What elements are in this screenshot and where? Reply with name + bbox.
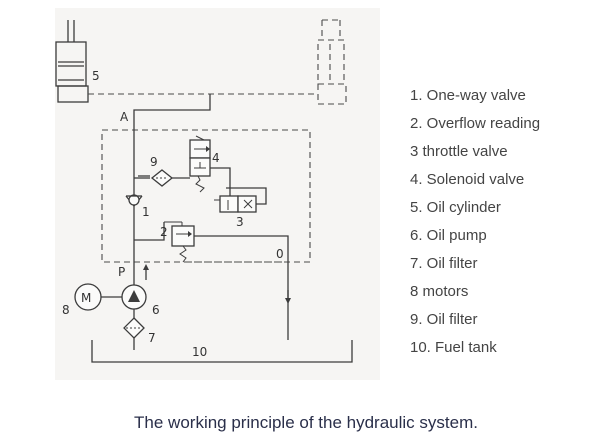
label-4: 4: [212, 151, 220, 165]
line-overflow-return: [194, 235, 289, 262]
legend-item: 5. Oil cylinder: [410, 199, 501, 216]
legend-item: 10. Fuel tank: [410, 339, 497, 356]
label-2: 2: [160, 225, 168, 239]
dashed-cylinder: [317, 19, 347, 105]
fuel-tank: [91, 340, 353, 363]
label-1: 1: [142, 205, 150, 219]
solenoid-valve: [189, 135, 211, 193]
port-a-label: A: [120, 110, 129, 124]
motor: M: [74, 283, 102, 311]
legend-item: 6. Oil pump: [410, 227, 487, 244]
legend-item: 2. Overflow reading: [410, 115, 540, 132]
legend: 1. One-way valve 2. Overflow reading 3 t…: [410, 87, 540, 356]
oil-filter-7: [123, 309, 145, 350]
overflow-valve: [134, 221, 195, 263]
oil-filter-9: [134, 169, 190, 187]
throttle-valve: [214, 195, 257, 213]
label-9: 9: [150, 155, 158, 169]
label-5: 5: [92, 69, 100, 83]
caption: The working principle of the hydraulic s…: [134, 413, 478, 432]
legend-item: 8 motors: [410, 283, 468, 300]
port-o-label: 0: [276, 247, 284, 261]
pump-flow-arrow-head: [143, 264, 149, 270]
legend-item: 1. One-way valve: [410, 87, 526, 104]
return-arrow-head: [285, 298, 291, 304]
label-3: 3: [236, 215, 244, 229]
label-10: 10: [192, 345, 207, 359]
sketch-background: [55, 8, 380, 380]
line-a-to-cylinder: [133, 94, 211, 124]
legend-item: 7. Oil filter: [410, 255, 478, 272]
legend-item: 3 throttle valve: [410, 143, 508, 160]
port-p-label: P: [118, 265, 125, 279]
motor-label: M: [81, 291, 91, 305]
oil-cylinder: [55, 20, 89, 103]
label-7: 7: [148, 331, 156, 345]
legend-item: 9. Oil filter: [410, 311, 478, 328]
label-6: 6: [152, 303, 160, 317]
line-throttle-right: [226, 187, 267, 205]
legend-item: 4. Solenoid valve: [410, 171, 524, 188]
one-way-valve: [125, 194, 143, 208]
label-8: 8: [62, 303, 70, 317]
